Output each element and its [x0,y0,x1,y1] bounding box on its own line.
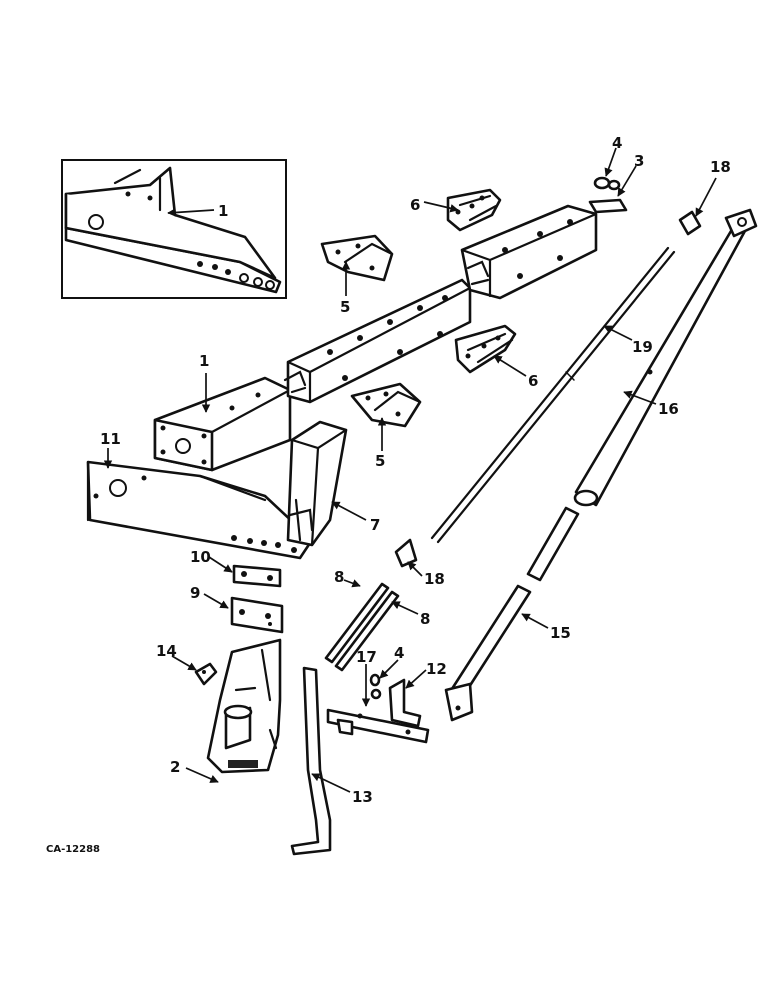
clip-4-low [369,673,382,700]
rod-8-pair [324,582,400,672]
bracket-5-upper [320,234,394,282]
bushing-18-mid [394,538,418,568]
clip-3-4-top [588,176,628,214]
callout-1-frame: 1 [199,352,209,370]
callout-14: 14 [156,642,177,660]
callout-3: 3 [634,152,644,170]
drawing-code: CA-12288 [46,844,100,855]
callout-18-mid: 18 [424,570,445,588]
callout-15: 15 [550,624,571,642]
callout-4-low: 4 [394,644,404,662]
inset-frame-rail [64,166,282,294]
callout-1-inset: 1 [218,202,228,220]
inset-detail [61,159,287,299]
bar-17 [326,708,430,744]
callout-6-lower: 6 [528,372,538,390]
callout-19: 19 [632,338,653,356]
shank-foot-2 [206,638,282,774]
tube-15 [444,506,580,722]
callout-2: 2 [170,758,180,776]
callout-18-top: 18 [710,158,731,176]
callout-6-upper: 6 [410,196,420,214]
leg-13 [290,666,332,856]
clamp-plate-10 [232,564,282,588]
leader-lines [103,147,717,793]
clip-14 [194,662,218,686]
callout-9: 9 [190,584,200,602]
bracket-12 [388,678,422,728]
callout-13: 13 [352,788,373,806]
callout-8-right: 8 [420,610,430,628]
callout-4-top: 4 [612,134,622,152]
callout-16: 16 [658,400,679,418]
bracket-6-upper [446,188,502,232]
callout-11: 11 [100,430,121,448]
callout-8-left: 8 [334,568,344,586]
callout-12: 12 [426,660,447,678]
callout-7: 7 [370,516,380,534]
standard-7 [286,420,348,547]
frame-plate-11 [86,460,314,560]
callout-labels: 1 1 5 5 6 6 7 11 10 9 14 2 8 8 18 17 4 1… [100,134,731,806]
rod-19 [430,246,676,544]
frame-tube-middle [283,278,472,404]
bushing-18-top [678,210,702,236]
bracket-5-lower [350,382,422,428]
callout-17: 17 [356,648,377,666]
tube-16 [573,208,758,507]
frame-tube-rear [460,204,598,300]
callout-10: 10 [190,548,211,566]
callout-5-lower: 5 [375,452,385,470]
frame-tube-front [153,376,292,472]
clamp-plate-9 [230,596,284,634]
bracket-6-lower [454,324,517,374]
callout-5-upper: 5 [340,298,350,316]
